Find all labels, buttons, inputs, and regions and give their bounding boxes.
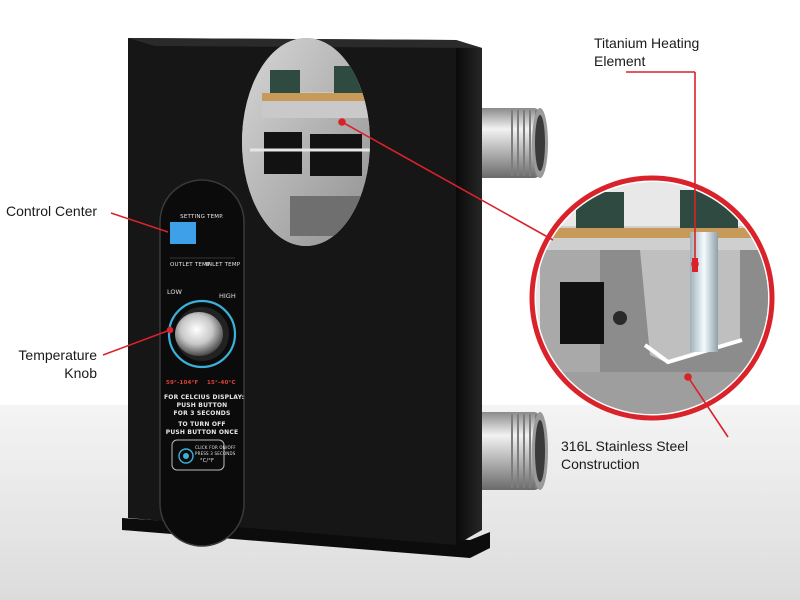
heater-side	[456, 40, 482, 545]
leader-zoom	[341, 121, 554, 241]
callout-temperature-line-2: Knob	[64, 365, 97, 381]
temperature-knob	[175, 312, 223, 356]
turn-off-line-2: PUSH BUTTON ONCE	[165, 429, 239, 436]
callout-stainless-line-1: 316L Stainless Steel	[561, 438, 689, 454]
outlet-temp-label: OUTLET TEMP	[170, 262, 211, 268]
leader-stainless	[687, 376, 729, 438]
lcd-setting-label: SETTING TEMP.	[180, 214, 224, 220]
range-fahrenheit: 59°-104°F	[166, 380, 199, 386]
celsius-line-1: FOR CELCIUS DISPLAY:	[164, 394, 245, 401]
knob-high-label: HIGH	[219, 292, 236, 300]
control-panel	[159, 179, 245, 547]
knob-ring	[167, 299, 237, 369]
cutaway-window	[242, 38, 370, 246]
range-celsius: 15°-40°C	[207, 380, 236, 386]
celsius-line-2: PUSH BUTTON	[176, 402, 228, 409]
knob-low-label: LOW	[167, 288, 182, 296]
pipe-upper	[470, 108, 548, 178]
button-text-2: PRESS 3 SECONDS	[195, 451, 236, 456]
leader-lines	[102, 71, 729, 438]
callout-control-center: Control Center	[6, 203, 98, 219]
callout-titanium-line-1: Titanium Heating	[594, 35, 700, 51]
celsius-line-3: FOR 3 SECONDS	[173, 410, 231, 417]
button-text-1: CLICK FOR ON/OFF	[195, 445, 236, 450]
callout-temperature-line-1: Temperature	[18, 347, 97, 363]
callout-stainless-line-2: Construction	[561, 456, 640, 472]
turn-off-line-1: TO TURN OFF	[178, 421, 226, 428]
inlet-temp-label: INLET TEMP	[206, 262, 241, 268]
button-text-3: °C/°F	[200, 458, 215, 464]
zoom-detail	[529, 175, 775, 421]
callout-titanium-line-2: Element	[594, 53, 646, 69]
leader-control-center	[110, 212, 169, 233]
leader-temperature-knob	[102, 329, 171, 356]
lcd-screen	[170, 222, 196, 244]
